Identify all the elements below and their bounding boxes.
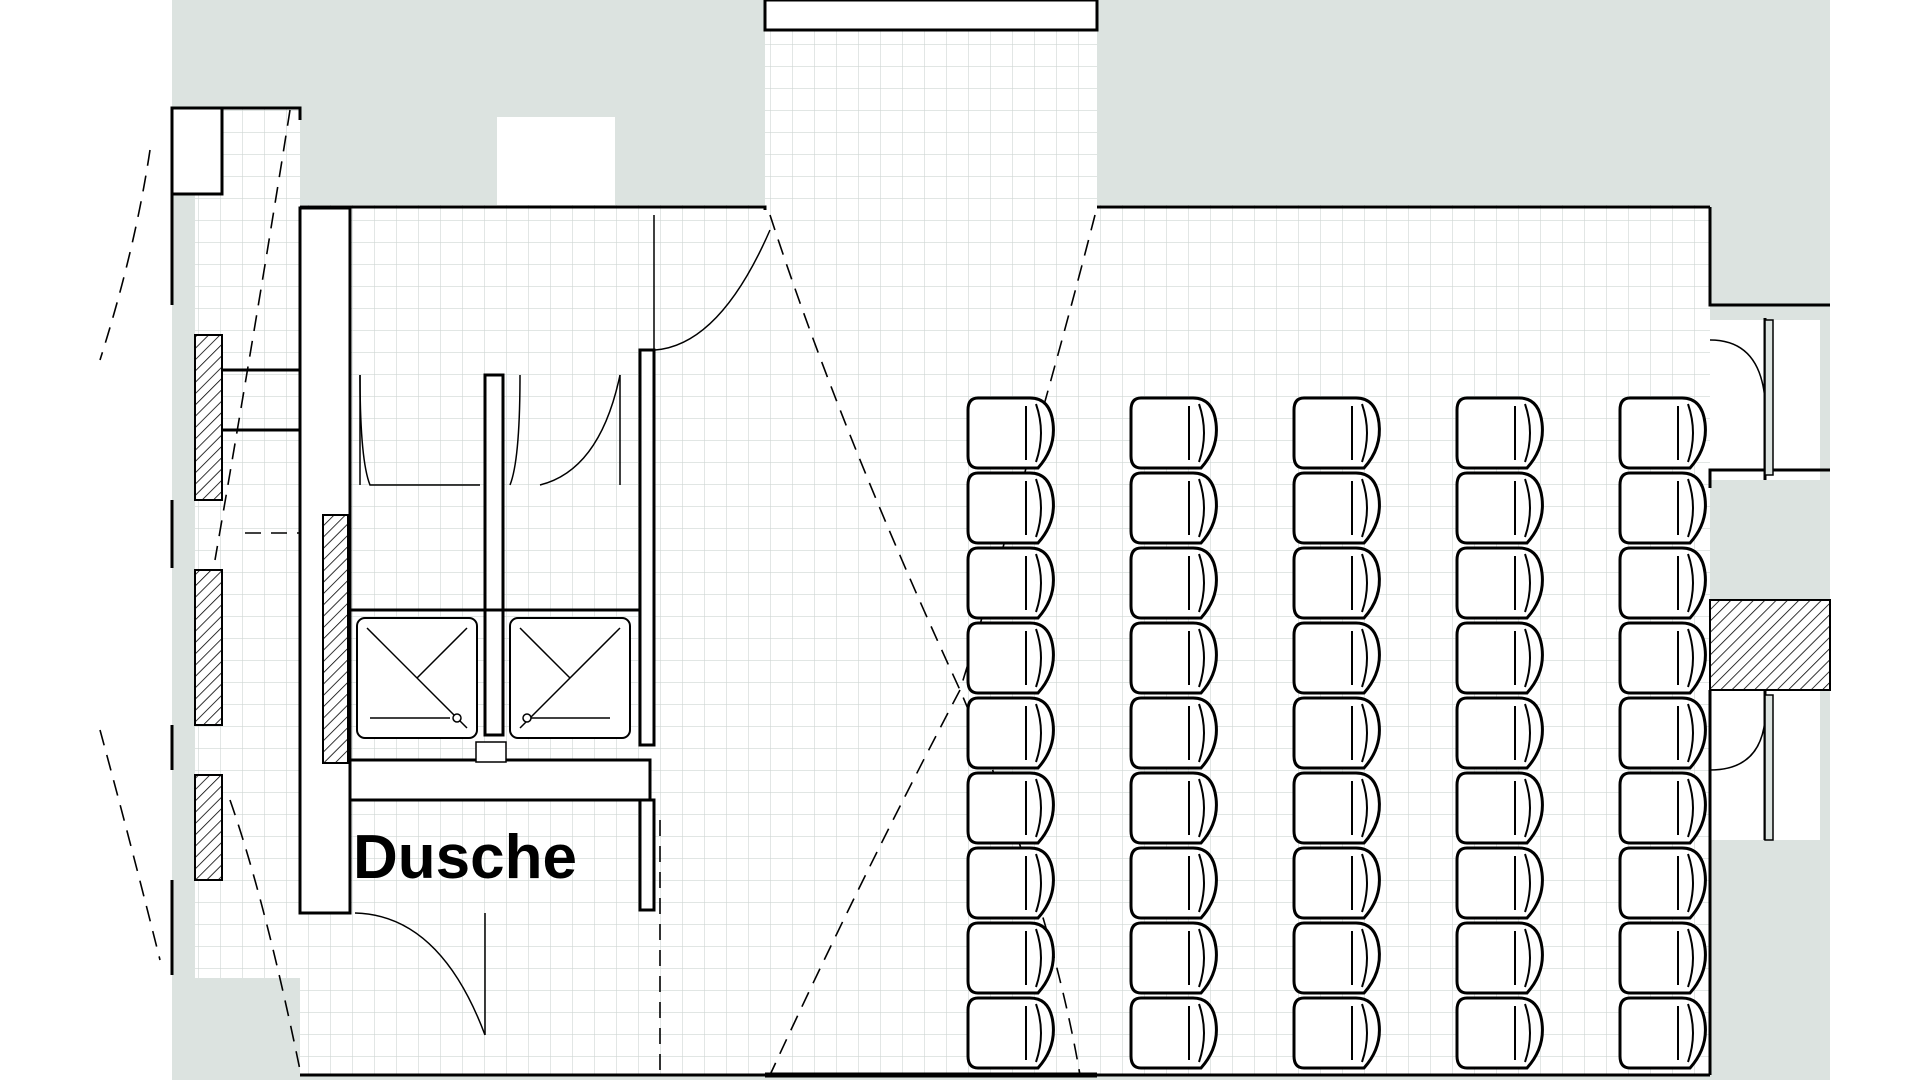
seat [1129,471,1218,545]
seat [966,396,1055,470]
seat [966,471,1055,545]
seat [1129,921,1218,995]
seat [1618,846,1707,920]
seat [1455,846,1544,920]
seat [1129,546,1218,620]
seat [1618,621,1707,695]
seat [1292,546,1381,620]
seat [966,696,1055,770]
seat [1455,696,1544,770]
seat [1129,621,1218,695]
seating-area [966,396,1707,1070]
seat [966,846,1055,920]
outer-margin-left [0,0,172,1080]
seat [1618,471,1707,545]
seat [1292,696,1381,770]
right-openings [1709,318,1831,841]
seat [1292,621,1381,695]
seat [1129,696,1218,770]
seat [1618,996,1707,1070]
seat [1455,921,1544,995]
shower-room [348,215,771,1036]
seat [1455,471,1544,545]
seat [966,546,1055,620]
seat [1129,771,1218,845]
seat [1292,996,1381,1070]
seat [1455,621,1544,695]
shaft-box [497,117,615,205]
seat [1292,846,1381,920]
seat [1618,546,1707,620]
seat [1292,471,1381,545]
seat [966,621,1055,695]
seat [1618,771,1707,845]
outer-walls [172,106,1830,1078]
seat [1618,696,1707,770]
seat [966,921,1055,995]
seat [1292,396,1381,470]
shower-room-label: Dusche [353,823,577,892]
top-opening [763,0,1099,32]
outer-margin-right [1830,0,1920,1080]
left-corridor-walls [170,106,352,975]
seat [1618,921,1707,995]
seat [1292,921,1381,995]
seat [1455,771,1544,845]
seat [1129,396,1218,470]
seat [1129,846,1218,920]
seat [1292,771,1381,845]
seat [1129,996,1218,1070]
seat [1455,546,1544,620]
seat [966,996,1055,1070]
seat [1618,396,1707,470]
seat [1455,996,1544,1070]
seat [966,771,1055,845]
seat [1455,396,1544,470]
